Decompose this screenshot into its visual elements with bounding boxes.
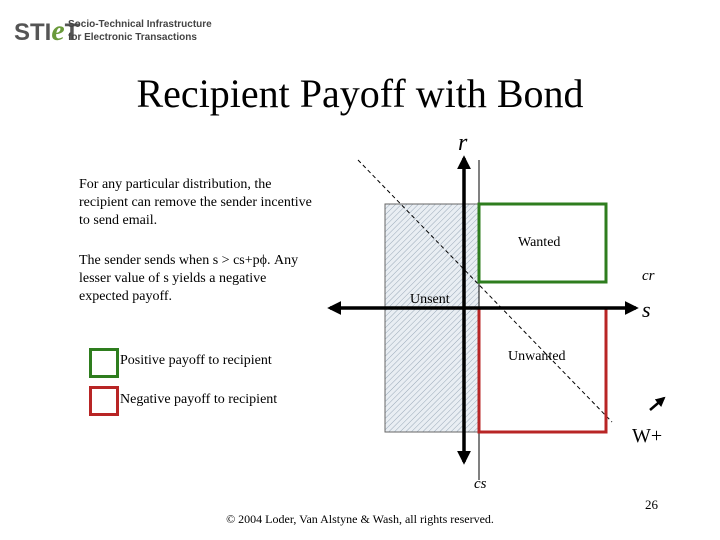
legend-positive-swatch [89,348,119,378]
logo-subtitle-line1: Socio-Technical Infrastructure [68,19,212,30]
logo-text-sti: STI [14,19,52,46]
legend-positive-label: Positive payoff to recipient [120,353,272,368]
cs-label: cs [474,476,487,492]
w-plus-arrow [649,396,666,411]
logo-subtitle-line2: for Electronic Transactions [68,32,197,43]
page-number: 26 [645,497,658,512]
wanted-label: Wanted [518,235,561,250]
slide-title: Recipient Payoff with Bond [136,71,584,116]
logo: STIeT [14,14,79,48]
w-plus-label: W+ [632,425,663,447]
legend-negative-label: Negative payoff to recipient [120,392,278,407]
logo-text-e: e [51,14,65,47]
wanted-box [477,202,608,284]
unwanted-label: Unwanted [508,349,566,364]
s-axis-label: s [642,297,651,322]
unsent-label: Unsent [410,292,450,307]
unwanted-box [477,306,608,434]
copyright-notice: © 2004 Loder, Van Alstyne & Wash, all ri… [226,512,494,526]
explanation-paragraph-1: For any particular distribution, the rec… [79,177,312,228]
explanation-paragraph-2: The sender sends when s > cs+pϕ. Any les… [79,253,299,304]
legend-negative-swatch [89,386,119,416]
logo-text-t: T [64,19,80,46]
r-axis-label: r [458,130,468,156]
cr-label: cr [642,268,655,284]
diagonal-dashed-line [357,159,613,423]
